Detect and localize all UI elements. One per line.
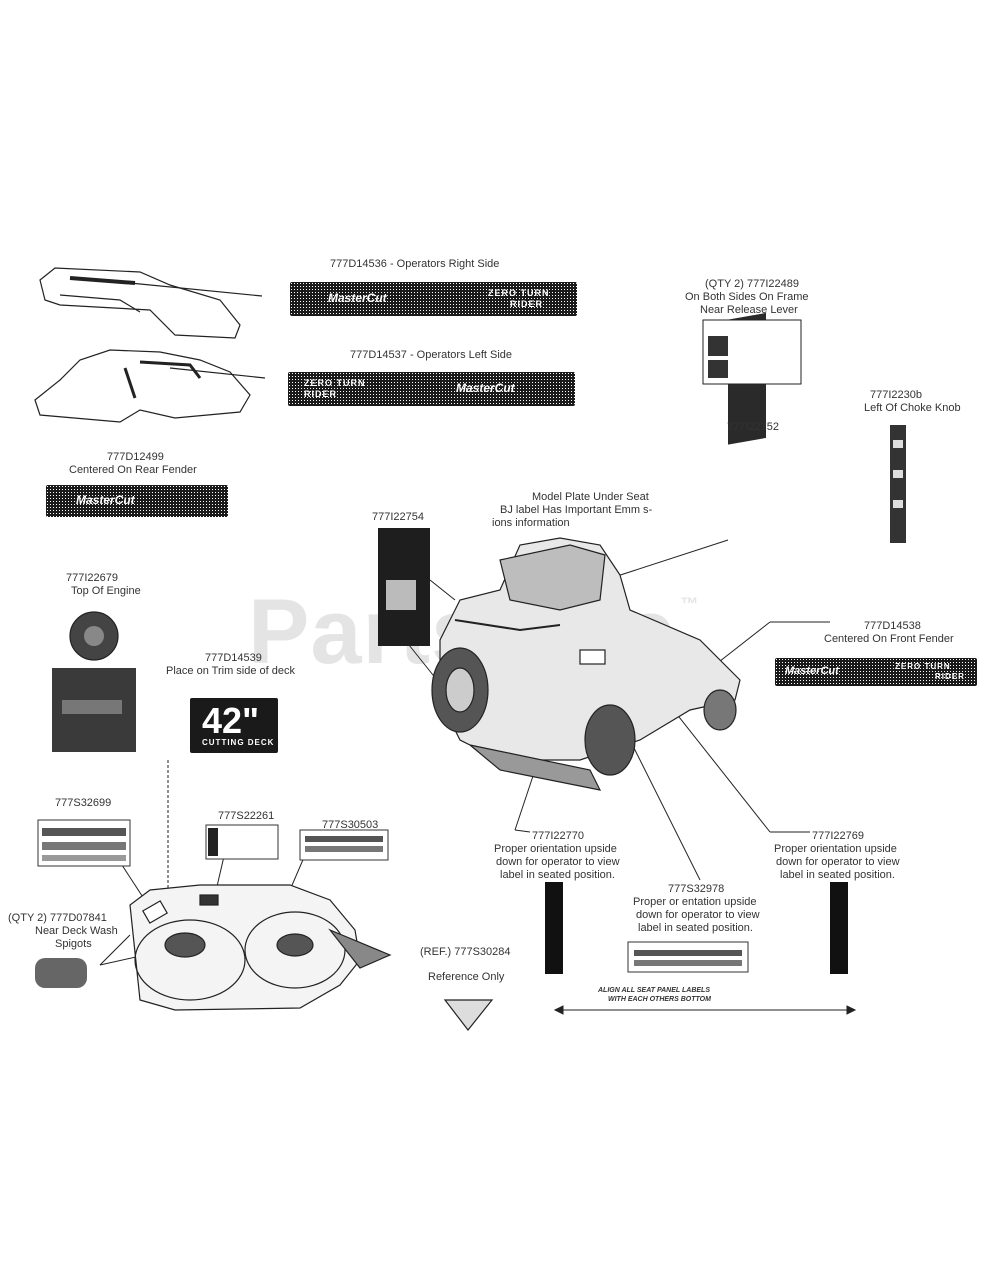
deck-size-number: 42" xyxy=(202,700,260,741)
cutting-deck-illustration xyxy=(129,884,392,1011)
label-777i22752: 777I22752 xyxy=(727,421,779,433)
trademark-symbol: ™ xyxy=(680,594,700,614)
decal-zero-turn-text: ZERO TURN xyxy=(895,662,951,671)
label-777d14539: 777D14539 xyxy=(205,652,262,664)
label-777d14537: 777D14537 - Operators Left Side xyxy=(350,349,513,361)
label-777i22769-line3: label in seated position. xyxy=(780,869,895,881)
decal-zero-turn-text: ZERO TURN xyxy=(488,288,550,298)
label-777i22754: 777I22754 xyxy=(372,511,424,523)
label-777d12499-location: Centered On Rear Fender xyxy=(69,464,197,476)
decal-777d12499: MasterCut xyxy=(46,485,228,517)
label-777i22770: 777I22770 xyxy=(532,830,584,842)
label-777d07841-qty: (QTY 2) 777D07841 xyxy=(8,912,107,924)
label-777i22770-line2: down for operator to view xyxy=(496,856,620,868)
label-777d12499: 777D12499 xyxy=(107,451,164,463)
decal-777d14537: ZERO TURN RIDER MasterCut xyxy=(288,372,575,406)
zero-turn-mower-illustration xyxy=(431,537,741,791)
decal-777d14536: MasterCut ZERO TURN RIDER xyxy=(290,282,577,316)
label-777i22679-location: Top Of Engine xyxy=(71,585,141,597)
label-align-seat-panel: ALIGN ALL SEAT PANEL LABELS xyxy=(598,987,711,994)
label-777d07841-line1: Near Deck Wash xyxy=(35,925,118,937)
label-777s30503: 777S30503 xyxy=(322,819,379,831)
decal-zero-turn-text: ZERO TURN xyxy=(304,378,366,388)
label-777i22489-location: On Both Sides On Frame xyxy=(685,291,809,303)
rear-fender-illustration xyxy=(34,267,266,423)
label-777i22679: 777I22679 xyxy=(66,572,118,584)
label-777d14538: 777D14538 xyxy=(864,620,921,632)
label-777d07841-line2: Spigots xyxy=(55,938,92,950)
decal-brand-text: MasterCut xyxy=(456,381,515,395)
reference-decal-shape xyxy=(443,999,494,1031)
label-777s30284: (REF.) 777S30284 xyxy=(420,946,511,958)
label-777i22769-line2: down for operator to view xyxy=(776,856,900,868)
label-777s32978-line3: label in seated position. xyxy=(638,922,753,934)
label-777i22770-line3: label in seated position. xyxy=(500,869,615,881)
label-777i22770-line1: Proper orientation upside xyxy=(494,843,617,855)
label-777s32978-line1: Proper or entation upside xyxy=(633,896,757,908)
label-777d14536: 777D14536 - Operators Right Side xyxy=(330,258,500,270)
label-777s32978-line2: down for operator to view xyxy=(636,909,760,921)
label-align-seat-panel-2: WITH EACH OTHERS BOTTOM xyxy=(608,996,711,1003)
decal-rider-text: RIDER xyxy=(935,672,965,681)
label-model-plate-2: BJ label Has Important Emm s- xyxy=(500,504,653,516)
label-777s30284-location: Reference Only xyxy=(428,971,505,983)
label-777i22769-line1: Proper orientation upside xyxy=(774,843,897,855)
decal-brand-text: MasterCut xyxy=(328,291,387,305)
decal-brand-text: MasterCut xyxy=(76,493,135,507)
label-model-plate-3: ions information xyxy=(492,517,570,529)
label-777s22261: 777S22261 xyxy=(218,810,275,822)
label-777d14538-location: Centered On Front Fender xyxy=(824,633,954,645)
deck-size-subtitle: CUTTING DECK xyxy=(202,738,275,747)
label-777s32978: 777S32978 xyxy=(668,883,725,895)
decal-rider-text: RIDER xyxy=(304,389,338,399)
label-777i2230b: 777I2230b xyxy=(870,389,922,401)
label-777i22489-location-2: Near Release Lever xyxy=(700,304,798,316)
label-777i22489-qty: (QTY 2) 777I22489 xyxy=(705,278,799,290)
label-777s32699: 777S32699 xyxy=(55,797,112,809)
label-777d14539-location: Place on Trim side of deck xyxy=(166,665,296,677)
decal-777d14539-deck-size: 42" CUTTING DECK xyxy=(190,698,278,753)
label-model-plate: Model Plate Under Seat xyxy=(532,491,649,503)
decal-rider-text: RIDER xyxy=(510,299,544,309)
decal-777d14538: MasterCut ZERO TURN RIDER xyxy=(775,658,977,686)
small-decal-blocks xyxy=(35,312,906,988)
decal-brand-text: MasterCut xyxy=(785,665,839,677)
label-777i22769: 777I22769 xyxy=(812,830,864,842)
label-777i2230b-location: Left Of Choke Knob xyxy=(864,402,961,414)
